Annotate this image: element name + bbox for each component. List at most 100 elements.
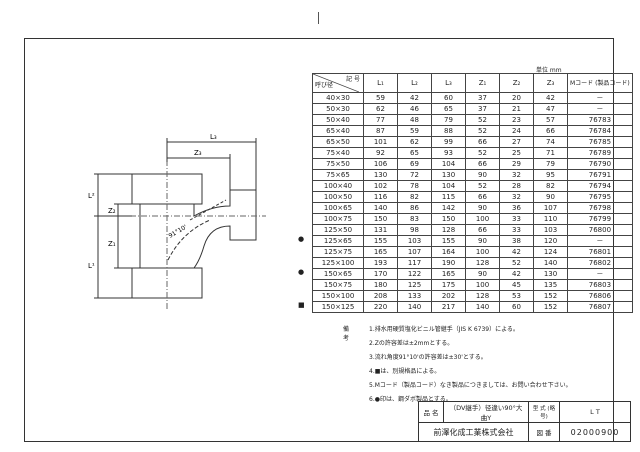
cell-value: 124 [533,246,568,258]
upper-socket-outline [131,173,203,205]
cell-value: 79 [533,158,568,170]
cell-value: 36 [499,202,534,214]
cell-value: 42 [499,246,534,258]
cell-value: 25 [499,147,534,159]
cell-value: 83 [397,213,432,225]
header-Z1: Z₁ [465,73,500,93]
cell-value: 120 [533,235,568,247]
cell-value: 106 [363,158,398,170]
cell-value: 93 [431,147,466,159]
cell-value: 71 [533,147,568,159]
cell-value: 59 [363,92,398,104]
cell-value: 110 [533,213,568,225]
cell-value: 62 [363,103,398,115]
cell-value: 101 [363,136,398,148]
cell-value: 69 [397,158,432,170]
cell-code: － [567,103,633,115]
cell-value: 47 [533,103,568,115]
cell-value: 99 [431,136,466,148]
cell-value: 60 [499,301,534,313]
cell-value: 78 [397,180,432,192]
cell-value: 107 [533,202,568,214]
dim-Z3-label: Z₃ [194,149,202,157]
company-name: 前澤化成工業株式会社 [418,422,529,442]
cell-value: 115 [431,191,466,203]
cell-value: 42 [499,268,534,280]
note-6: 6.●印は、鋼ダボ製品とする。 [369,396,452,403]
cell-value: 152 [533,301,568,313]
cell-value: 135 [533,279,568,291]
cell-value: 42 [533,92,568,104]
cell-value: 46 [397,103,432,115]
cell-value: 128 [465,290,500,302]
cell-code: 76795 [567,191,633,203]
cell-code: 76791 [567,169,633,181]
cell-value: 66 [465,158,500,170]
fitting-drawing: L₃ Z₃ L² Z₂ Z₁ L¹ 91°10' [88,133,266,310]
cell-value: 45 [499,279,534,291]
cell-value: 100 [465,279,500,291]
cell-code: 76801 [567,246,633,258]
cell-value: 66 [465,136,500,148]
cell-code: 76800 [567,224,633,236]
cell-nominal: 150×100 [312,290,364,302]
cell-value: 88 [431,125,466,137]
dot-mark: ● [298,234,305,243]
cell-value: 32 [499,169,534,181]
cell-code: 76785 [567,136,633,148]
cell-value: 103 [397,235,432,247]
title-block: 品 名 （DV継手）径違い90°大曲Y 型 式 (略号) L T 前澤化成工業株… [418,401,631,442]
dim-L3-label: L₃ [210,133,217,141]
cell-value: 52 [465,147,500,159]
cell-value: 87 [363,125,398,137]
cell-nominal: 100×40 [312,180,364,192]
cell-value: 100 [465,213,500,225]
cell-value: 140 [533,257,568,269]
cell-value: 90 [465,202,500,214]
cell-value: 82 [397,191,432,203]
dim-Z2-label: Z₂ [108,207,116,215]
note-5: 5.Mコード（製品コード）なき製品につきましては、お問い合わせ下さい。 [369,382,572,389]
cell-value: 165 [363,246,398,258]
cell-value: 117 [397,257,432,269]
cell-value: 52 [465,180,500,192]
cell-value: 23 [499,114,534,126]
cell-value: 38 [499,235,534,247]
note-2: 2.Zの許容差は±2mmとする。 [369,340,454,347]
header-symbol-label: 記 号 [346,76,360,83]
title-type-value: L T [559,401,631,423]
cell-value: 52 [465,125,500,137]
dot-mark: ● [298,267,305,276]
cell-value: 98 [397,224,432,236]
cell-value: 95 [533,169,568,181]
header-L2: L₂ [397,73,432,93]
cell-value: 150 [363,213,398,225]
square-mark: ■ [298,300,305,309]
cell-value: 140 [363,202,398,214]
cell-code: 76807 [567,301,633,313]
cell-nominal: 100×50 [312,191,364,203]
header-nominal-label: 呼び径 [315,82,334,89]
cell-value: 175 [431,279,466,291]
cell-value: 37 [465,92,500,104]
cell-value: 72 [397,169,432,181]
drawing-number: 02000900 [559,422,631,442]
cell-value: 150 [431,213,466,225]
cell-code: 76783 [567,114,633,126]
cell-value: 133 [397,290,432,302]
cell-value: 52 [499,257,534,269]
cell-nominal: 75×40 [312,147,364,159]
cell-value: 90 [465,235,500,247]
cell-value: 202 [431,290,466,302]
header-code: Mコード (製品コード) [567,73,633,93]
cell-nominal: 50×40 [312,114,364,126]
